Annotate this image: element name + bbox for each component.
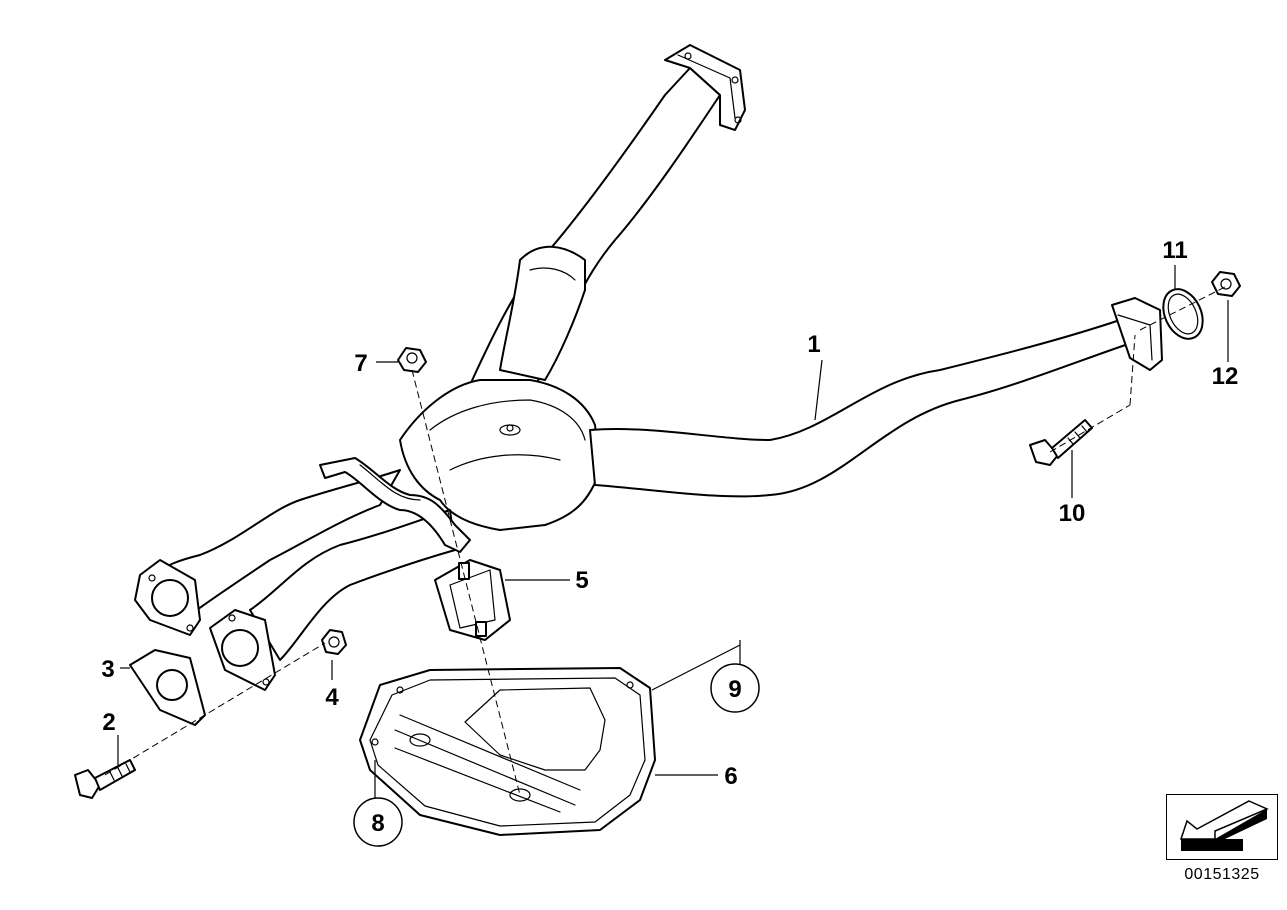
- gasket-3: [129, 649, 206, 726]
- nut-7: [397, 347, 427, 373]
- bolt-2: [74, 759, 136, 799]
- front-pipe: [469, 44, 746, 391]
- catalytic-converter: [399, 379, 601, 531]
- nut-12: [1211, 271, 1241, 297]
- callout-10: 10: [1059, 500, 1086, 527]
- twin-pipes: [134, 469, 456, 691]
- callout-7: 7: [354, 350, 367, 377]
- document-number: 00151325: [1184, 866, 1260, 883]
- heat-shield: [359, 667, 656, 836]
- rear-pipe: [589, 297, 1163, 498]
- nav-arrow-box[interactable]: [1166, 794, 1278, 860]
- callout-12: 12: [1212, 363, 1239, 390]
- callout-9: 9: [728, 676, 741, 703]
- rubber-mount: [434, 559, 511, 641]
- callout-9-circle: [710, 663, 760, 713]
- callout-2: 2: [102, 709, 115, 736]
- assembly-lines: [104, 286, 1226, 796]
- callout-8: 8: [371, 810, 384, 837]
- ring-11: [1162, 288, 1204, 340]
- callout-5: 5: [575, 567, 588, 594]
- callout-3: 3: [101, 656, 114, 683]
- callout-4: 4: [325, 684, 339, 711]
- bolt-10: [1029, 419, 1093, 466]
- callout-8-circle: [353, 797, 403, 847]
- callout-labels: 1 2 3 4 5 6 7 8 9 10 11 12: [101, 237, 1239, 847]
- callout-6: 6: [724, 763, 737, 790]
- callout-1: 1: [807, 331, 820, 358]
- nut-4: [321, 629, 347, 655]
- arrow-left-down-icon: [1179, 800, 1269, 851]
- clamp-bracket: [319, 457, 471, 553]
- callout-11: 11: [1162, 237, 1187, 264]
